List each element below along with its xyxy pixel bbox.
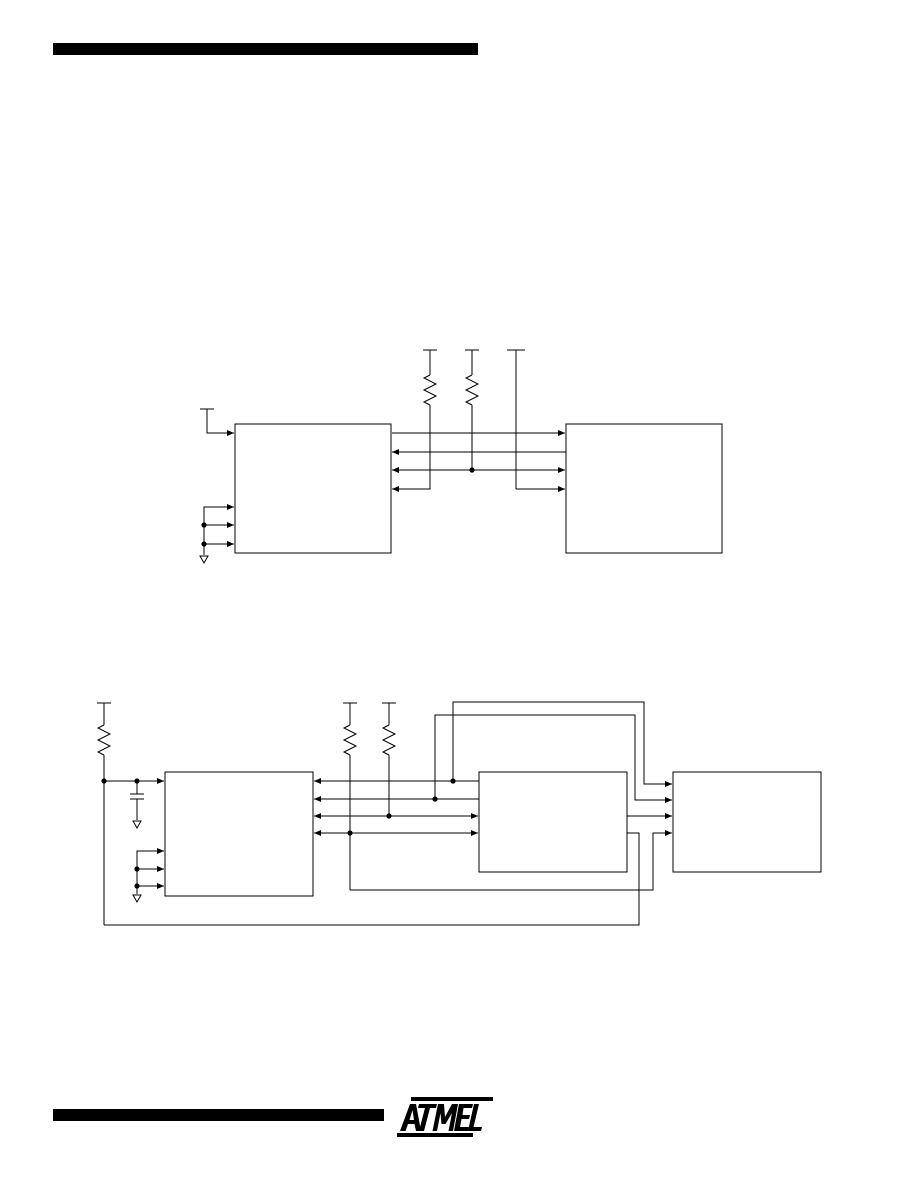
- figure-1-supply-wire: [206, 409, 234, 436]
- figure-2-ground-symbol: [132, 894, 142, 904]
- figure-2-junction-dot: [450, 778, 456, 784]
- figure-1-right-block: [565, 423, 723, 554]
- figure-1-junction-dot: [201, 541, 207, 547]
- figure-2-junction-dot: [101, 778, 107, 784]
- figure-2-junction-dot: [432, 796, 438, 802]
- figure-2-right-block: [672, 771, 822, 873]
- figure-2-route-lower: [350, 830, 672, 891]
- figure-2-pullup-resistor-2: [381, 724, 397, 756]
- figure-1-ground-wire-1: [203, 504, 234, 555]
- figure-2-route-upper: [452, 701, 672, 787]
- header-rule: [53, 43, 478, 55]
- figure-2-junction-dot: [134, 883, 140, 889]
- figure-2-route-upper-2: [434, 714, 672, 803]
- figure-2-junction-dot: [386, 813, 392, 819]
- figure-2-junction-dot: [347, 830, 353, 836]
- figure-1-pullup-resistor-2: [464, 374, 480, 406]
- figure-2-ground-symbol: [132, 820, 142, 830]
- figure-2-reset-resistor: [96, 724, 112, 756]
- figure-1-junction-dot: [469, 467, 475, 473]
- figure-2-pullup-resistor-1: [342, 724, 358, 756]
- atmel-logo: [397, 1097, 493, 1137]
- figure-2-reset-route: [104, 832, 640, 926]
- figure-1-left-block: [234, 423, 392, 554]
- figure-2-ground-wire-1: [136, 848, 164, 894]
- figure-1-pullup-resistor-1: [422, 374, 438, 406]
- figure-2-middle-block: [478, 771, 628, 873]
- figure-1-bus-line-4: [392, 405, 431, 492]
- footer-rule: [53, 1109, 384, 1121]
- figure-2-left-block: [164, 771, 314, 897]
- figure-1-junction-dot: [201, 522, 207, 528]
- figure-1-ground-symbol: [199, 555, 209, 565]
- figure-2-junction-dot: [134, 866, 140, 872]
